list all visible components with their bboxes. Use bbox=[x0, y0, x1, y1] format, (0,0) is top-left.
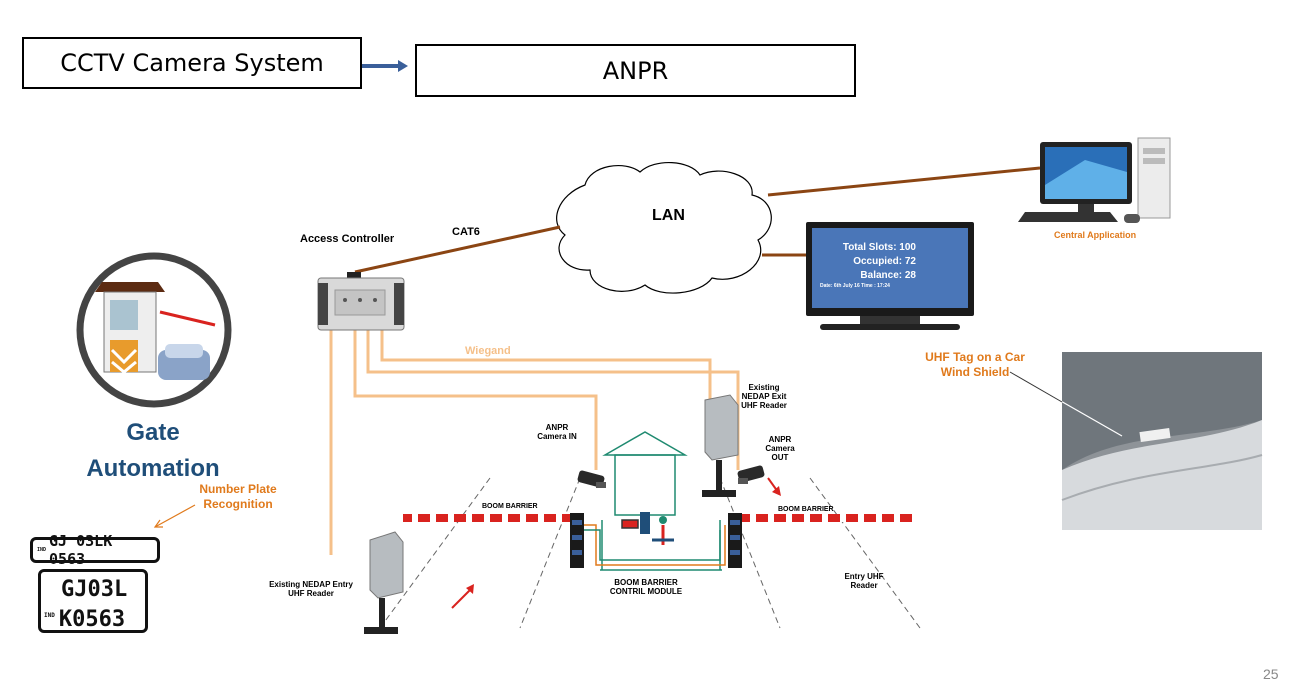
gate-automation-icon bbox=[76, 252, 232, 408]
uhf-tag-label: UHF Tag on a Car Wind Shield bbox=[925, 350, 1025, 379]
total-slots-text: Total Slots: 100 bbox=[842, 242, 916, 253]
plate-square-line1: GJ03L bbox=[61, 577, 128, 602]
anpr-camera-out-label: ANPR Camera OUT bbox=[765, 435, 795, 462]
cctv-system-box: CCTV Camera System bbox=[22, 37, 362, 89]
occupied-text: Occupied: 72 bbox=[853, 256, 916, 267]
gate-booth bbox=[600, 431, 722, 571]
windshield-photo bbox=[1061, 352, 1263, 530]
access-controller-device bbox=[317, 272, 405, 331]
cctv-system-label: CCTV Camera System bbox=[60, 49, 324, 77]
anpr-label: ANPR bbox=[602, 56, 669, 85]
entry-uhf-reader-label: Entry UHF Reader bbox=[844, 572, 884, 590]
cat6-cable bbox=[354, 225, 561, 274]
plate-long-country: IND bbox=[37, 547, 47, 553]
lan-label: LAN bbox=[652, 207, 685, 224]
boom-barrier-right bbox=[728, 513, 912, 568]
entry-direction-arrow bbox=[451, 584, 474, 609]
entry-reader-label: Existing NEDAP Entry UHF Reader bbox=[269, 580, 353, 598]
boom-barrier-left bbox=[403, 513, 584, 568]
cat6-label: CAT6 bbox=[452, 226, 480, 238]
exit-reader-label: Existing NEDAP Exit UHF Reader bbox=[741, 383, 787, 410]
central-application-label: Central Application bbox=[1054, 230, 1137, 240]
number-plate-arrow bbox=[153, 504, 196, 528]
page-number: 25 bbox=[1263, 666, 1279, 682]
gate-title-line2: Automation bbox=[86, 455, 220, 482]
plate-square-line2: K0563 bbox=[58, 607, 126, 632]
gate-automation-title: Gate Automation bbox=[70, 415, 236, 487]
road-lines bbox=[379, 477, 921, 629]
display-date-text: Date: 6th July 16 Time : 17:24 bbox=[820, 283, 890, 289]
header-arrow bbox=[362, 60, 408, 72]
anpr-camera-in bbox=[577, 470, 606, 488]
plate-long-number: GJ 03LK 0563 bbox=[49, 532, 113, 568]
boom-barrier-left-label: BOOM BARRIER bbox=[482, 503, 538, 510]
plate-long: IND GJ 03LK 0563 bbox=[30, 532, 160, 568]
plate-square: GJ03L IND K0563 bbox=[38, 569, 148, 633]
balance-text: Balance: 28 bbox=[860, 270, 916, 281]
central-computer bbox=[1018, 137, 1171, 223]
gate-title-line1: Gate bbox=[126, 419, 180, 446]
anpr-camera-in-label: ANPR Camera IN bbox=[537, 423, 577, 441]
parking-display-monitor bbox=[806, 222, 974, 330]
anpr-camera-out bbox=[737, 465, 765, 484]
exit-direction-arrow bbox=[767, 477, 781, 496]
uhf-tag-pointer bbox=[1009, 371, 1123, 437]
number-plate-label: Number Plate Recognition bbox=[199, 482, 277, 511]
lan-to-central-cable bbox=[767, 166, 1041, 197]
control-module-label: BOOM BARRIER CONTRIL MODULE bbox=[609, 578, 683, 596]
access-controller-label: Access Controller bbox=[300, 233, 395, 245]
anpr-box: ANPR bbox=[415, 44, 856, 97]
plate-square-country: IND bbox=[44, 612, 55, 619]
entry-uhf-reader bbox=[364, 531, 404, 634]
control-module-wiring bbox=[584, 524, 726, 566]
boom-barrier-right-label: BOOM BARRIER bbox=[778, 506, 834, 513]
lan-cloud bbox=[556, 161, 772, 294]
wiegand-label: Wiegand bbox=[465, 345, 511, 357]
display-text: Total Slots: 100 Occupied: 72 Balance: 2… bbox=[812, 241, 916, 283]
exit-uhf-reader bbox=[702, 394, 739, 497]
